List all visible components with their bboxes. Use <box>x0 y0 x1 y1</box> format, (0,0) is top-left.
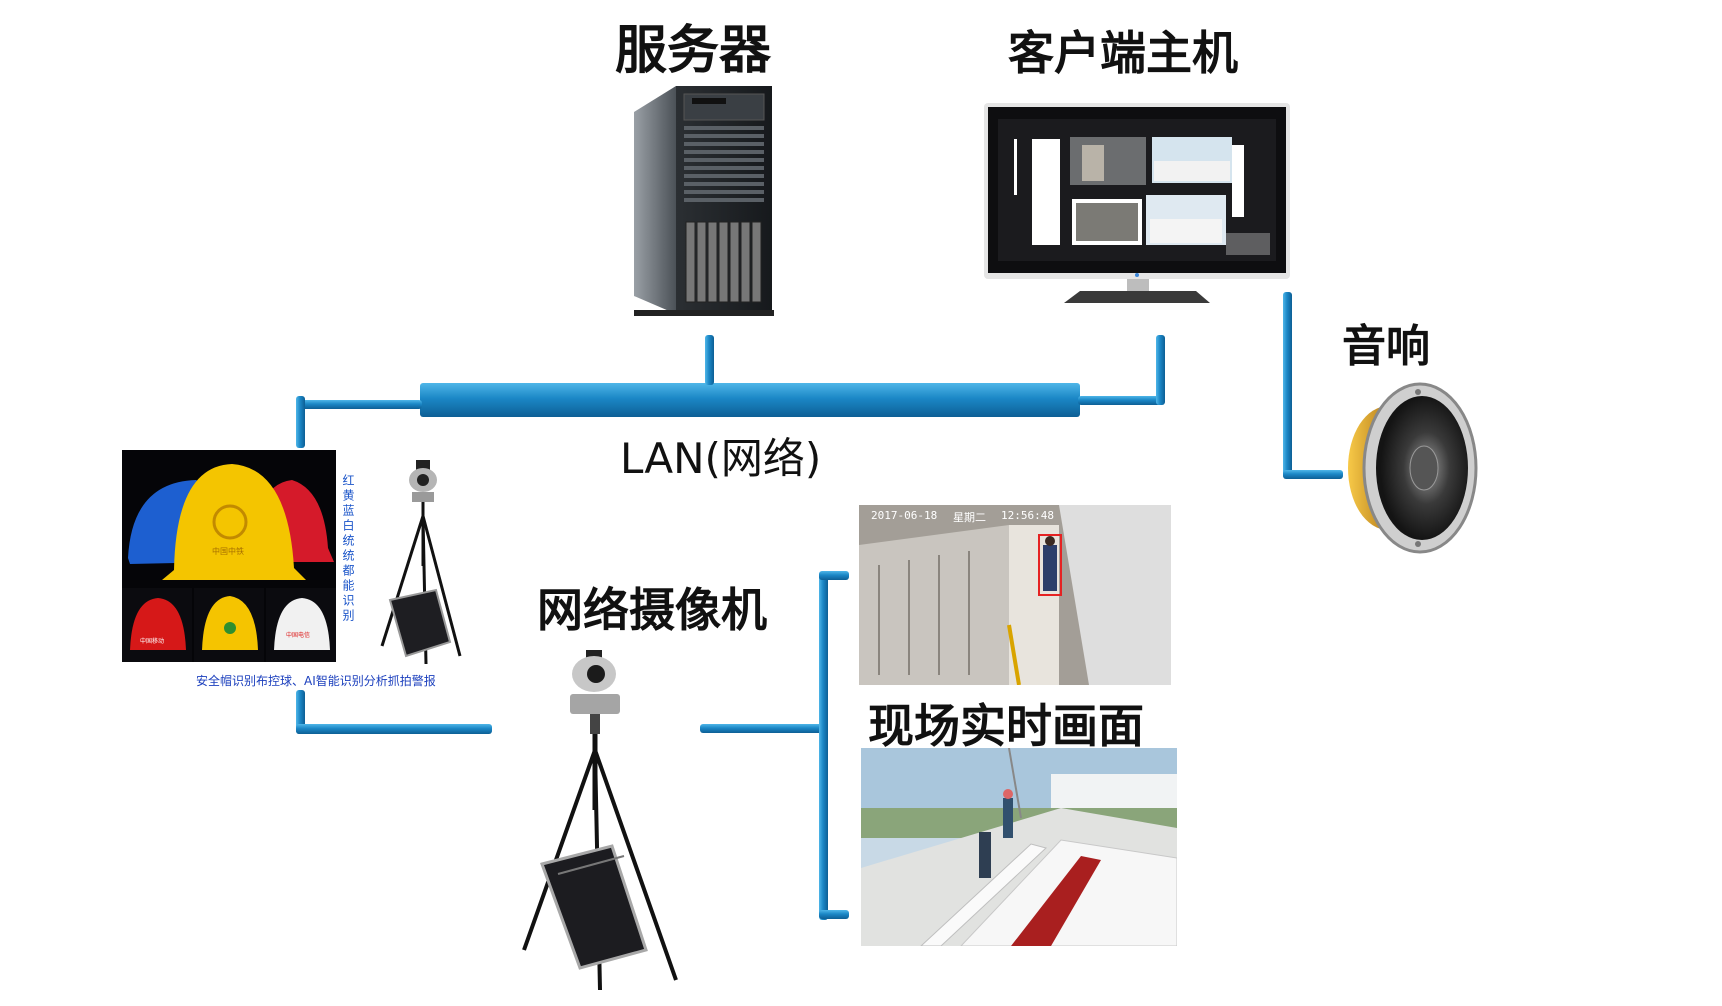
helmet-caption: 安全帽识别布控球、AI智能识别分析抓拍警报 <box>196 674 436 688</box>
lan-right-stub <box>1078 396 1164 405</box>
helmet-logo-3: 中国电信 <box>286 632 311 639</box>
lan-left-drop <box>296 396 305 448</box>
live-view-pipeline <box>861 748 1177 946</box>
server-drop <box>705 335 714 385</box>
lan-label: LAN(网络) <box>620 434 822 483</box>
speaker-label: 音响 <box>1342 321 1430 372</box>
helmet-icon <box>122 464 336 662</box>
live-label: 现场实时画面 <box>868 699 1144 753</box>
helmet-vertical-text: 红黄蓝白统统都能识别 <box>341 474 355 624</box>
cctv-time: 12:56:48 <box>1001 509 1054 522</box>
speaker-icon <box>1348 382 1478 554</box>
live-bracket-bottom <box>819 910 849 919</box>
camera-label: 网络摄像机 <box>537 583 767 637</box>
helmet-logo-2: 中国移动 <box>140 638 165 645</box>
ptz-camera-icon <box>522 650 678 991</box>
speaker-drop <box>1283 292 1292 478</box>
cctv-weekday: 星期二 <box>953 511 986 524</box>
helmet-panel: 中国中铁 中国移动 中国电信 <box>122 450 336 662</box>
camera-live-link <box>700 724 824 733</box>
server-label: 服务器 <box>615 21 772 81</box>
helmet-camera-link <box>296 724 492 734</box>
helmet-drop <box>296 690 305 734</box>
server-tower-icon <box>634 86 774 316</box>
lan-left-stub <box>298 400 422 409</box>
lan-bus <box>420 383 1080 417</box>
live-bracket <box>819 572 828 920</box>
corridor-scene <box>859 505 1171 685</box>
client-label: 客户端主机 <box>1008 26 1238 80</box>
client-drop <box>1156 335 1165 405</box>
live-view-corridor: 2017-06-18 星期二 12:56:48 <box>859 505 1171 685</box>
helmet-logo-1: 中国中铁 <box>212 547 244 556</box>
speaker-stub <box>1283 470 1343 479</box>
cctv-date: 2017-06-18 <box>871 509 938 522</box>
monitor-icon <box>984 103 1290 303</box>
live-bracket-top <box>819 571 849 580</box>
pipeline-scene <box>861 748 1177 946</box>
small-ptz-camera-icon <box>380 460 462 665</box>
